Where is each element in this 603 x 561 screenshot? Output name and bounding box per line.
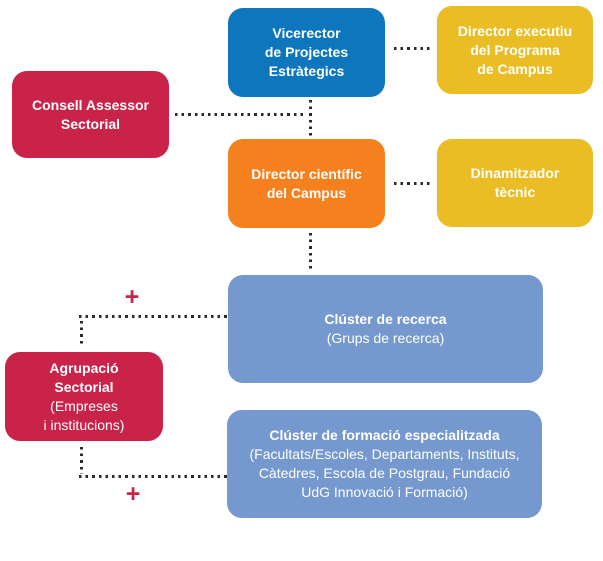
node-title: Clúster de recerca <box>324 311 447 327</box>
node-subtitle: (Grups de recerca) <box>326 330 445 346</box>
connector-agrupacio-recerca-h <box>79 315 227 318</box>
node-line: Vicerector <box>272 25 341 41</box>
node-director-cientific: Director científic del Campus <box>228 139 385 228</box>
node-subtitle: Càtedres, Escola de Postgrau, Fundació <box>258 465 511 481</box>
node-line: del Programa <box>470 41 560 58</box>
node-consell-assessor: Consell Assessor Sectorial <box>12 71 169 158</box>
node-vicerector: Vicerector de Projectes Estràtegics <box>228 8 385 97</box>
node-subtitle: (Facultats/Escoles, Departaments, Instit… <box>249 446 520 462</box>
connector-cientific-recerca <box>309 233 312 271</box>
node-line: Director executiu <box>457 22 573 39</box>
node-line: Dinamitzador <box>470 165 560 181</box>
node-director-executiu: Director executiu del Programa de Campus <box>437 6 593 94</box>
node-subtitle: UdG Innovació i Formació) <box>301 484 468 500</box>
connector-consell-trunk <box>175 113 307 116</box>
node-line: Agrupació <box>49 359 119 376</box>
node-line: de Campus <box>477 60 553 77</box>
connector-agrupacio-formacio-v <box>80 447 83 474</box>
node-line: Estràtegics <box>268 63 345 79</box>
node-cluster-recerca: Clúster de recerca (Grups de recerca) <box>228 275 543 383</box>
connector-vicerector-executiu <box>394 47 433 50</box>
node-title: Clúster de formació especialitzada <box>269 427 500 443</box>
connector-vicerector-cientific <box>309 100 312 137</box>
plus-sign-bottom: + <box>125 480 141 508</box>
node-line: tècnic <box>494 184 536 200</box>
node-line: (Empreses <box>50 397 118 414</box>
node-cluster-formacio: Clúster de formació especialitzada (Facu… <box>227 410 542 518</box>
node-line: i institucions) <box>43 416 125 433</box>
node-agrupacio-sectorial: Agrupació Sectorial (Empreses i instituc… <box>5 352 163 441</box>
node-line: Sectorial <box>60 115 121 132</box>
node-line: del Campus <box>266 184 347 201</box>
plus-sign-top: + <box>124 283 140 311</box>
node-line: Sectorial <box>54 378 114 395</box>
node-line: Director científic <box>251 165 362 182</box>
node-line: Consell Assessor <box>32 96 149 113</box>
connector-agrupacio-recerca-v <box>80 321 83 347</box>
node-dinamitzador: Dinamitzador tècnic <box>437 139 593 227</box>
node-line: de Projectes <box>264 44 349 60</box>
connector-agrupacio-formacio-h <box>79 475 227 478</box>
connector-cientific-dinamitzador <box>394 182 433 185</box>
